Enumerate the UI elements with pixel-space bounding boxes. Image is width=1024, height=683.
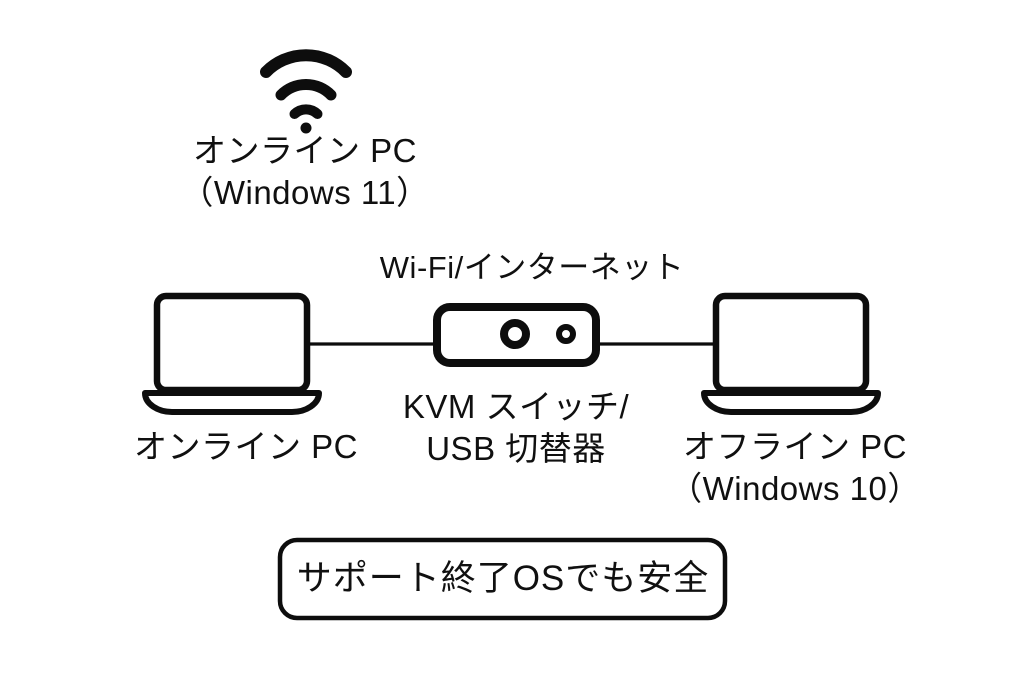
wifi-icon <box>260 49 352 134</box>
label-offline-pc-windows10-line2: （Windows 10） <box>669 470 921 508</box>
label-online-pc-left-text: オンライン PC <box>133 428 359 465</box>
laptop-icon-offline-right <box>701 292 881 415</box>
laptop-icon-online-left <box>142 292 322 415</box>
label-offline-pc-windows10-line1: オフライン PC <box>682 428 907 465</box>
label-offline-pc-windows10: オフライン PC （Windows 10） <box>669 426 921 510</box>
label-online-pc-windows11: オンライン PC （Windows 11） <box>180 130 429 214</box>
label-online-pc-windows11-line1: オンライン PC <box>192 132 418 169</box>
callout-text: サポート終了OSでも安全 <box>297 557 710 602</box>
callout-box <box>277 537 728 621</box>
kvm-port-1 <box>500 319 530 349</box>
label-online-pc-windows11-line2: （Windows 11） <box>180 174 430 212</box>
label-kvm-switch-line2: USB 切替器 <box>426 430 606 468</box>
label-kvm-switch: KVM スイッチ/ USB 切替器 <box>403 386 629 470</box>
label-online-pc-left: オンライン PC <box>134 426 358 468</box>
callout-text-value: サポート終了OSでも安全 <box>296 559 710 598</box>
kvm-switch-box-icon <box>433 303 600 367</box>
kvm-port-2 <box>556 324 576 344</box>
label-kvm-switch-line1: KVM スイッチ/ <box>402 388 630 425</box>
label-wifi-internet-text: Wi-Fi/インターネット <box>379 250 685 285</box>
label-wifi-internet: Wi-Fi/インターネット <box>380 248 684 288</box>
